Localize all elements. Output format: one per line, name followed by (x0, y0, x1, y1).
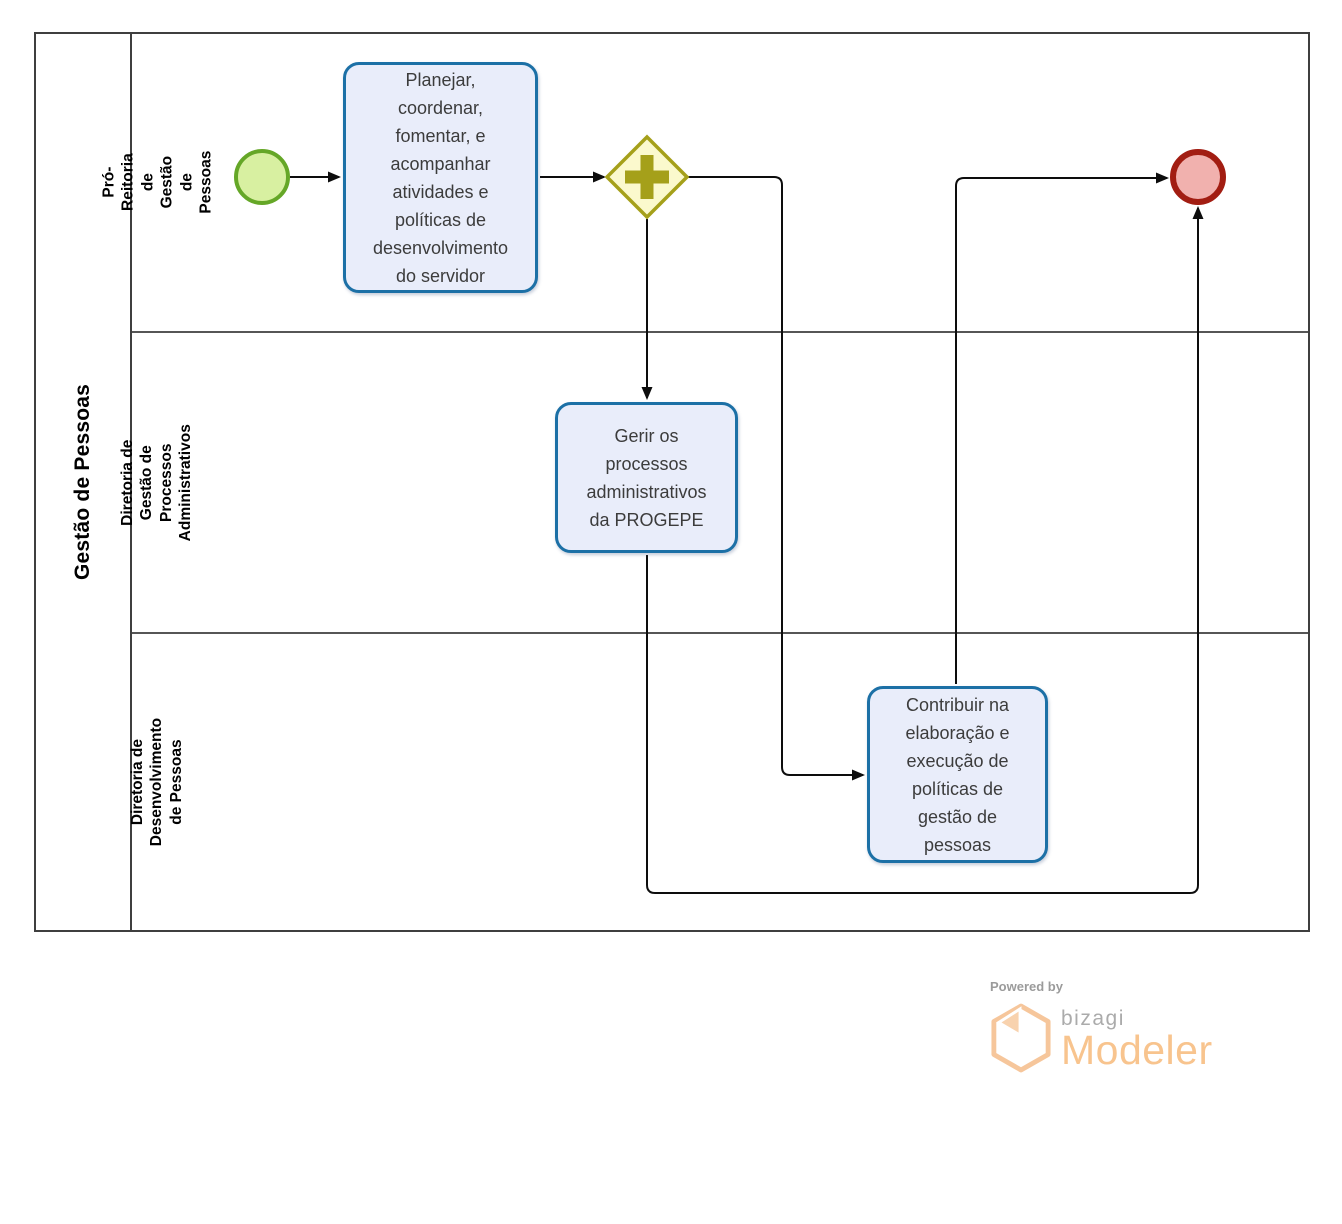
end-event[interactable] (1170, 149, 1226, 205)
task-contribuir[interactable]: Contribuir na elaboração e execução de p… (867, 686, 1048, 863)
task-planejar-label: Planejar, coordenar, fomentar, e acompan… (372, 69, 509, 286)
task-gerir[interactable]: Gerir os processos administrativos da PR… (555, 402, 738, 553)
lane-pro-reitoria: Pró-Reitoria de Gestão de Pessoas (100, 34, 1308, 331)
logo-text: bizagi Modeler (1061, 1003, 1213, 1074)
lane-label-area: Diretoria de Desenvolvimento de Pessoas (129, 634, 185, 930)
logo-row: bizagi Modeler (990, 1003, 1213, 1074)
lane-label-area: Diretoria de Gestão de Processos Adminis… (119, 333, 194, 632)
lane-pro-reitoria-label: Pró-Reitoria de Gestão de Pessoas (99, 151, 214, 214)
pool-title: Gestão de Pessoas (71, 384, 94, 580)
lane-desenvolvimento-label: Diretoria de Desenvolvimento de Pessoas (128, 717, 185, 847)
bizagi-hexagon-icon (991, 1003, 1051, 1073)
start-event[interactable] (234, 149, 290, 205)
bizagi-modeler-logo: Powered by bizagi Modeler (990, 979, 1213, 1074)
lane-desenvolvimento: Diretoria de Desenvolvimento de Pessoas (129, 632, 1308, 930)
lane-processos-administrativos-label: Diretoria de Gestão de Processos Adminis… (119, 423, 195, 542)
lane-label-area: Pró-Reitoria de Gestão de Pessoas (100, 34, 214, 331)
task-planejar[interactable]: Planejar, coordenar, fomentar, e acompan… (343, 62, 538, 293)
pool-header: Gestão de Pessoas (36, 34, 132, 930)
powered-by-label: Powered by (990, 979, 1063, 994)
bizagi-brand-label: bizagi (1061, 1007, 1125, 1030)
modeler-product-label: Modeler (1061, 1027, 1213, 1073)
parallel-gateway-icon (604, 134, 690, 220)
task-contribuir-label: Contribuir na elaboração e execução de p… (905, 694, 1010, 855)
parallel-gateway[interactable] (603, 133, 691, 221)
task-gerir-label: Gerir os processos administrativos da PR… (586, 425, 707, 530)
